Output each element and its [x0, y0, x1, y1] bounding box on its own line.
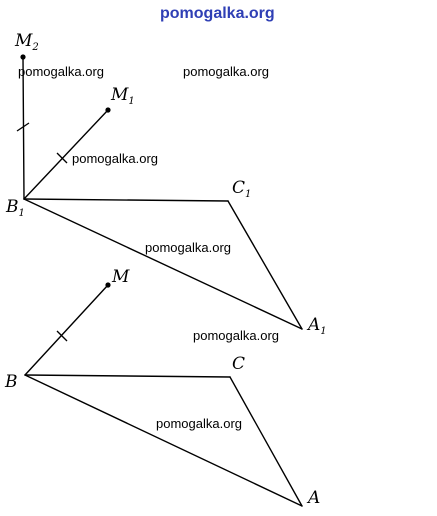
- label-b: B: [4, 372, 18, 392]
- point-m: [105, 282, 111, 288]
- label-c1: C1: [232, 178, 251, 200]
- segment-b1-a1: [23, 198, 303, 330]
- label-b1: B1: [5, 197, 25, 219]
- tick-mark-b1-m1: [56, 152, 68, 164]
- watermark-3: pomogalka.org: [72, 151, 158, 166]
- label-m2: M2: [14, 31, 39, 53]
- watermark-5: pomogalka.org: [193, 328, 279, 343]
- label-a1: A1: [306, 315, 327, 337]
- point-m1: [105, 107, 111, 113]
- point-m2: [20, 54, 26, 60]
- segment-b-c: [24, 374, 231, 378]
- lower-figure: [24, 282, 303, 507]
- watermark-4: pomogalka.org: [145, 240, 231, 255]
- watermark-2: pomogalka.org: [183, 64, 269, 79]
- watermark-6: pomogalka.org: [156, 416, 242, 431]
- segment-b1-c1: [23, 198, 229, 202]
- segment-b-a: [24, 374, 303, 507]
- label-m: M: [111, 267, 130, 287]
- watermark-1: pomogalka.org: [18, 64, 104, 79]
- label-m1: M1: [110, 85, 135, 107]
- segment-b1-m1: [23, 109, 109, 200]
- watermark-header: pomogalka.org: [160, 5, 275, 22]
- segment-c-a: [229, 376, 303, 507]
- segment-b1-m2: [22, 56, 25, 200]
- label-c: C: [232, 354, 245, 374]
- upper-figure: [16, 54, 303, 330]
- tick-mark-b1-m2: [16, 122, 30, 132]
- label-a: A: [306, 488, 320, 508]
- tick-mark-b-m: [56, 330, 68, 342]
- segment-b-m: [24, 284, 109, 376]
- segment-c1-a1: [227, 200, 303, 330]
